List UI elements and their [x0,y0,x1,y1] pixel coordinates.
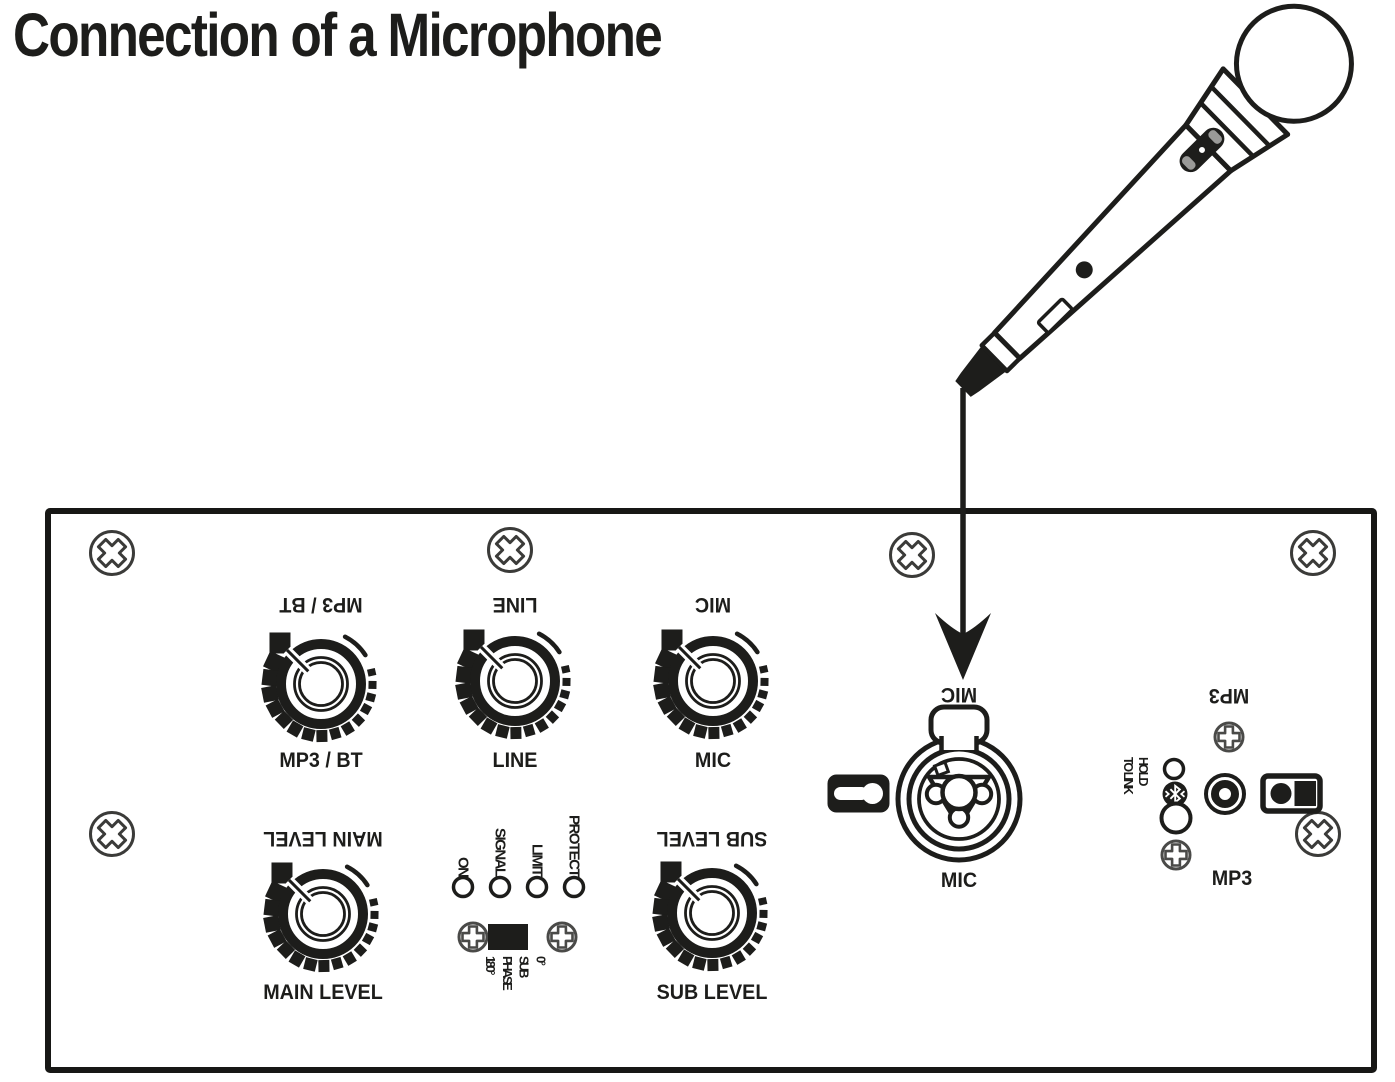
on-led [451,875,475,899]
phillips-screw-icon [546,921,578,953]
mic-knob [651,619,769,739]
sub-phase-slide-switch [488,924,528,950]
phillips-screw-icon [1213,721,1245,753]
bluetooth-pairing-hint: HOLD TO LINK [1120,757,1150,793]
phillips-screw-icon [1160,839,1192,871]
xlr-combo-jack [895,704,1023,863]
main-level-knob-label: MAIN LEVEL [263,981,383,1004]
usb-port-icon [1260,773,1323,814]
sub-phase-line-sub: SUB [516,956,532,976]
phillips-screw-icon [457,921,489,953]
mp3-section-label-mirrored: MP3 [1208,684,1250,707]
mp3-bt-knob-label-mirrored: MP3 / BT [279,593,363,616]
mp3-bt-knob-label: MP3 / BT [279,749,363,772]
protect-led [562,875,586,899]
mic-input-label: MIC [940,869,978,892]
line-knob-label: LINE [492,749,538,772]
main-level-knob-label-mirrored: MAIN LEVEL [263,827,383,850]
main-level-knob [261,852,379,972]
mic-power-switch [1179,127,1225,173]
signal-led [488,875,512,899]
limit-led-label: LIMIT [528,844,546,876]
aux-jack-icon [1204,773,1246,815]
mp3-section-label: MP3 [1211,867,1253,890]
x-screw-icon [889,532,935,578]
page-title: Connection of a Microphone [13,1,663,69]
x-screw-icon [487,527,533,573]
mic-input-label-mirrored: MIC [940,683,978,706]
mic-knob-label-mirrored: MIC [694,593,732,616]
limit-led [525,875,549,899]
x-screw-icon [1295,811,1341,857]
sub-level-knob-label-mirrored: SUB LEVEL [656,827,768,850]
mic-label-plate [1036,297,1074,335]
bluetooth-icon [1162,781,1188,807]
x-screw-icon [1290,530,1336,576]
sub-phase-label: 0° SUB PHASE 180° [481,956,549,988]
microphone-symbol-icon [827,774,890,813]
protect-led-label: PROTECT [565,814,583,876]
sub-phase-line-0deg: 0° [533,956,549,964]
line-knob-label-mirrored: LINE [492,593,538,616]
mic-knob-label: MIC [694,749,732,772]
x-screw-icon [89,811,135,857]
bluetooth-pairing-button [1159,801,1193,835]
microphone-illustration [955,3,1354,397]
sub-level-knob-label: SUB LEVEL [656,981,768,1004]
pairing-hint-line-1: HOLD [1136,757,1150,785]
connection-arrow [935,388,991,680]
rear-panel-outline [45,508,1377,1073]
mp3-bt-knob [259,622,377,742]
pairing-hint-line-2: TO LINK [1121,757,1135,793]
mic-head [1233,3,1354,124]
on-led-label: ON [454,856,472,877]
sub-phase-line-180deg: 180° [482,956,498,973]
sub-level-knob [650,851,768,971]
sub-phase-line-phase: PHASE [499,956,515,989]
line-knob [453,619,571,739]
x-screw-icon [89,530,135,576]
bluetooth-status-led [1162,757,1186,781]
signal-led-label: SIGNAL [491,828,509,876]
